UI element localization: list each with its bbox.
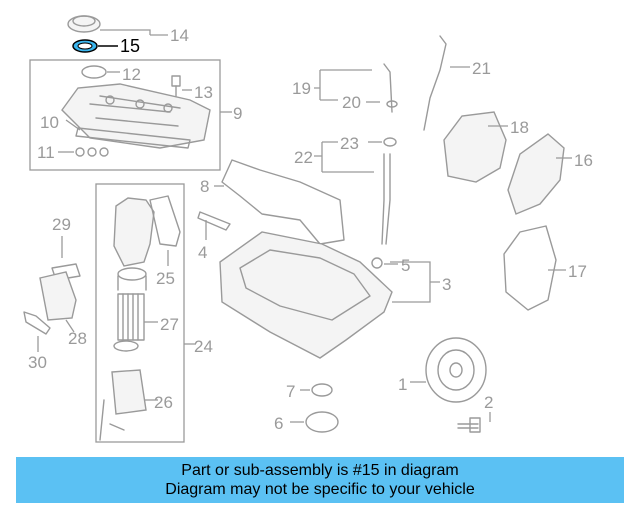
oil-baffle: [221, 159, 345, 245]
valve-cover-box: [29, 59, 221, 171]
spark-plug-seals: [75, 147, 109, 157]
callout-15: 15: [120, 36, 140, 56]
callout-18: 18: [510, 118, 529, 137]
callout-4: 4: [198, 243, 207, 262]
callout-14: 14: [170, 26, 189, 45]
callout-22: 22: [294, 148, 313, 167]
callout-27: 27: [160, 315, 179, 334]
callout-7: 7: [286, 382, 295, 401]
callout-12: 12: [122, 65, 141, 84]
callout-2: 2: [484, 393, 493, 412]
sensor-bolt: [171, 75, 181, 97]
callout-29: 29: [52, 215, 71, 234]
callout-21: 21: [472, 59, 491, 78]
cap-gasket: [81, 65, 107, 79]
dipstick: [383, 63, 398, 113]
callout-10: 10: [40, 113, 59, 132]
callout-6: 6: [274, 414, 283, 433]
filler-cap-seal: [72, 39, 118, 53]
pulley-bolt: [457, 417, 481, 433]
callout-9: 9: [233, 104, 242, 123]
rear-seal: [305, 411, 339, 433]
lower-timing-cover: [503, 225, 557, 311]
caption-line-2: Diagram may not be specific to your vehi…: [165, 481, 475, 498]
callout-26: 26: [154, 393, 173, 412]
callout-25: 25: [156, 269, 175, 288]
housing-gasket: [149, 195, 181, 247]
caption-banner: Part or sub-assembly is #15 in diagram D…: [16, 457, 624, 503]
oil-filter-housing: [113, 197, 155, 291]
callout-23: 23: [340, 134, 359, 153]
crank-pulley: [425, 337, 487, 403]
callout-19: 19: [292, 79, 311, 98]
drain-plug: [371, 257, 383, 269]
callout-1: 1: [398, 375, 407, 394]
callout-17: 17: [568, 262, 587, 281]
caption-line-1: Part or sub-assembly is #15 in diagram: [181, 462, 459, 479]
pan-gasket-strip: [197, 211, 231, 231]
callout-28: 28: [68, 329, 87, 348]
filter-cap: [99, 369, 147, 441]
valve-cover-gasket: [75, 127, 191, 149]
callout-13: 13: [194, 83, 213, 102]
callout-30: 30: [28, 353, 47, 372]
dipstick-tube: [423, 35, 447, 131]
callout-24: 24: [194, 337, 213, 356]
callout-3: 3: [442, 275, 451, 294]
callout-20: 20: [342, 93, 361, 112]
oil-filter-element: [117, 293, 145, 341]
oil-filler-cap: [67, 15, 168, 36]
callout-8: 8: [200, 177, 209, 196]
parts-diagram: 14 15 9 12 13 10 11 8 4: [23, 15, 593, 443]
oil-filter-box: [95, 183, 185, 443]
valve-cover: [61, 83, 211, 149]
timing-cover: [507, 133, 565, 215]
callout-11: 11: [37, 143, 55, 162]
cooler-seal: [23, 311, 51, 335]
oil-cooler: [39, 271, 77, 321]
callout-16: 16: [574, 151, 593, 170]
upper-timing-cover: [443, 111, 507, 183]
filter-o-ring: [113, 340, 139, 352]
front-seal: [311, 383, 333, 397]
oil-pan: [219, 231, 393, 359]
dipstick-guide: [381, 137, 397, 245]
callout-5: 5: [401, 256, 410, 275]
